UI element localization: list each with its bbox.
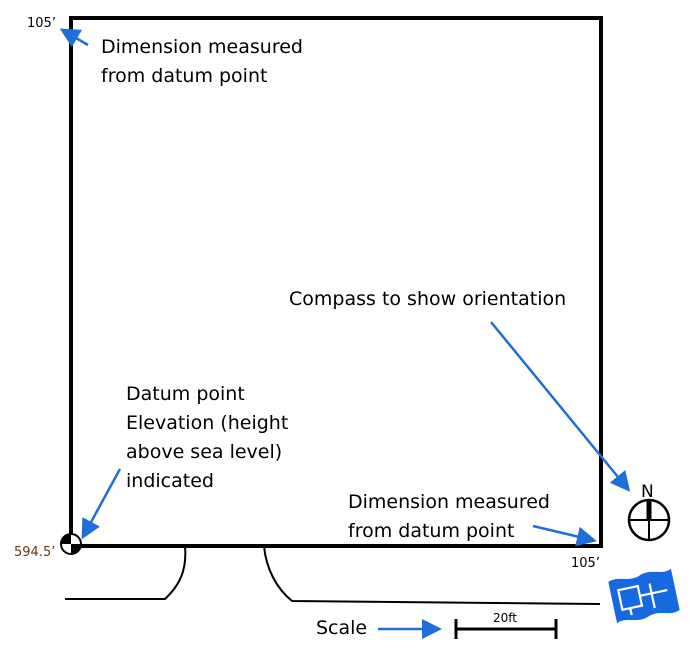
datum-text-line3: above sea level): [126, 441, 282, 463]
dimension-bottom-text-line1: Dimension measured: [348, 491, 550, 513]
driveway-right-line: [263, 545, 601, 605]
driveway-left-line: [65, 545, 187, 600]
datum-point-icon: [60, 533, 82, 555]
scale-label: Scale: [316, 617, 367, 639]
dimension-top-left-value: 105’: [27, 16, 56, 31]
compass-note-text: Compass to show orientation: [289, 288, 566, 310]
dimension-top-arrow: [59, 28, 89, 48]
datum-text-line1: Datum point: [126, 383, 245, 405]
scale-length-label: 20ft: [493, 611, 517, 625]
datum-elevation-value: 594.5’: [14, 545, 55, 560]
datum-text-line2: Elevation (height: [126, 412, 288, 434]
property-boundary: [69, 16, 603, 548]
dimension-top-text-line2: from datum point: [101, 65, 267, 87]
dimension-top-text-line1: Dimension measured: [101, 36, 303, 58]
datum-text-line4: indicated: [126, 470, 214, 492]
compass-north-label: N: [641, 482, 654, 502]
compass-arrow: [490, 321, 631, 492]
floor-plan-map-icon: [608, 568, 680, 624]
dimension-bottom-text-line2: from datum point: [348, 520, 514, 542]
scale-bar: [454, 619, 558, 639]
dimension-bottom-right-value: 105’: [571, 556, 600, 571]
compass-icon: N: [627, 482, 671, 542]
datum-arrow: [81, 468, 122, 540]
dimension-bottom-arrow: [532, 524, 597, 547]
